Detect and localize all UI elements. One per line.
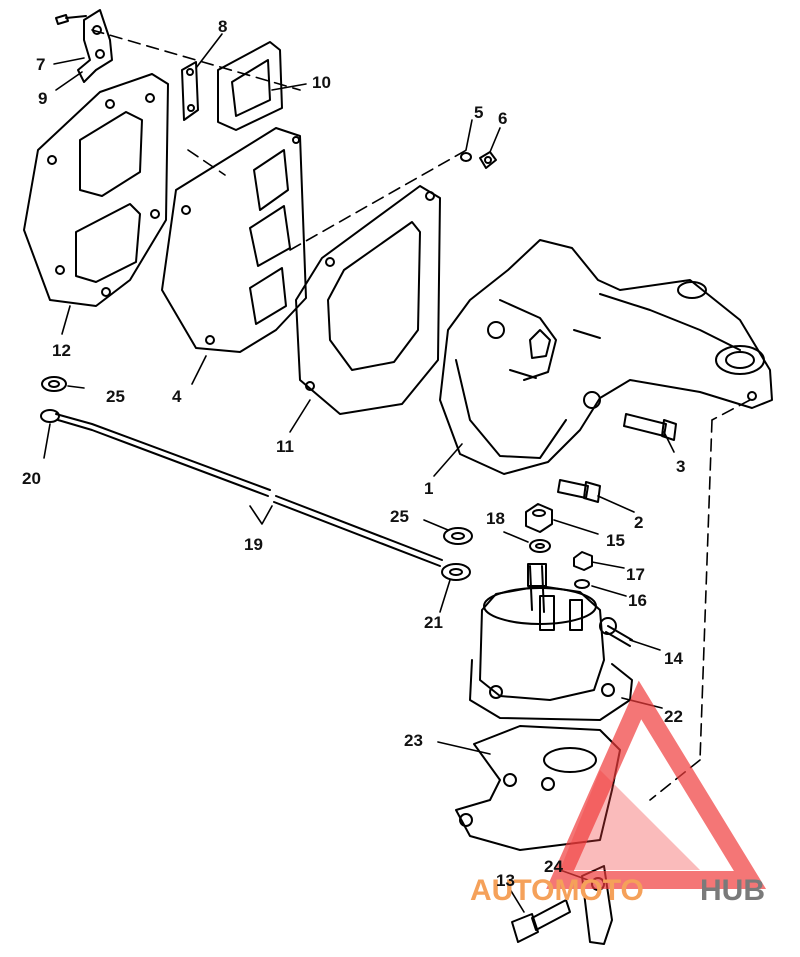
part-11-gasket [295,185,441,415]
part-8-bracket [181,61,199,121]
label-10: 10 [312,73,331,92]
part-15-nut [525,503,553,533]
label-16: 16 [628,591,647,610]
label-23: 23 [404,731,423,750]
part-12-gasket [23,73,169,307]
part-23-bracket [455,725,621,851]
label-15: 15 [606,531,625,550]
label-4: 4 [172,387,182,406]
part-13-bolt [511,899,571,943]
part-25-washer-upper [41,376,67,392]
label-14: 14 [664,649,683,668]
label-1: 1 [424,479,433,498]
part-17-nut [573,551,593,571]
part-22-solenoid [469,563,633,721]
part-25-washer-lower [443,527,473,545]
logo-text-hub: HUB [700,874,765,907]
part-5-washer [460,152,472,162]
label-17: 17 [626,565,645,584]
part-14-screw [599,617,633,647]
label-25-upper: 25 [106,387,125,406]
leader-lines [43,33,675,913]
label-19: 19 [244,535,263,554]
label-25-lower: 25 [390,507,409,526]
part-3-bolt [623,413,677,441]
label-20: 20 [22,469,41,488]
label-6: 6 [498,109,507,128]
label-13: 13 [496,871,515,890]
part-1-housing [439,239,773,475]
logo-text-automoto: AUTOMOTO [470,874,644,907]
label-24: 24 [544,857,563,876]
part-16-washer [574,579,590,589]
label-22: 22 [664,707,683,726]
part-18-lockwasher [529,539,551,553]
automotohub-watermark: AUTOMOTO HUB [470,680,767,907]
label-21: 21 [424,613,443,632]
alignment-lines [91,29,751,801]
label-11: 11 [276,437,294,456]
label-5: 5 [474,103,483,122]
label-2: 2 [634,513,643,532]
part-4-plate [161,127,307,353]
part-7-screw [55,14,87,25]
label-8: 8 [218,17,227,36]
part-labels: 7 9 8 10 5 6 12 4 11 1 3 2 15 18 25 25 2… [22,17,685,890]
label-9: 9 [38,89,47,108]
label-3: 3 [676,457,685,476]
label-18: 18 [486,509,505,528]
part-21-cable [273,495,471,581]
part-10-gasket [217,41,283,131]
part-20-cable [40,409,271,497]
label-12: 12 [52,341,71,360]
label-7: 7 [36,55,45,74]
part-9-plate [77,9,113,83]
part-6-nut [479,151,497,169]
part-2-bolt [557,479,601,503]
